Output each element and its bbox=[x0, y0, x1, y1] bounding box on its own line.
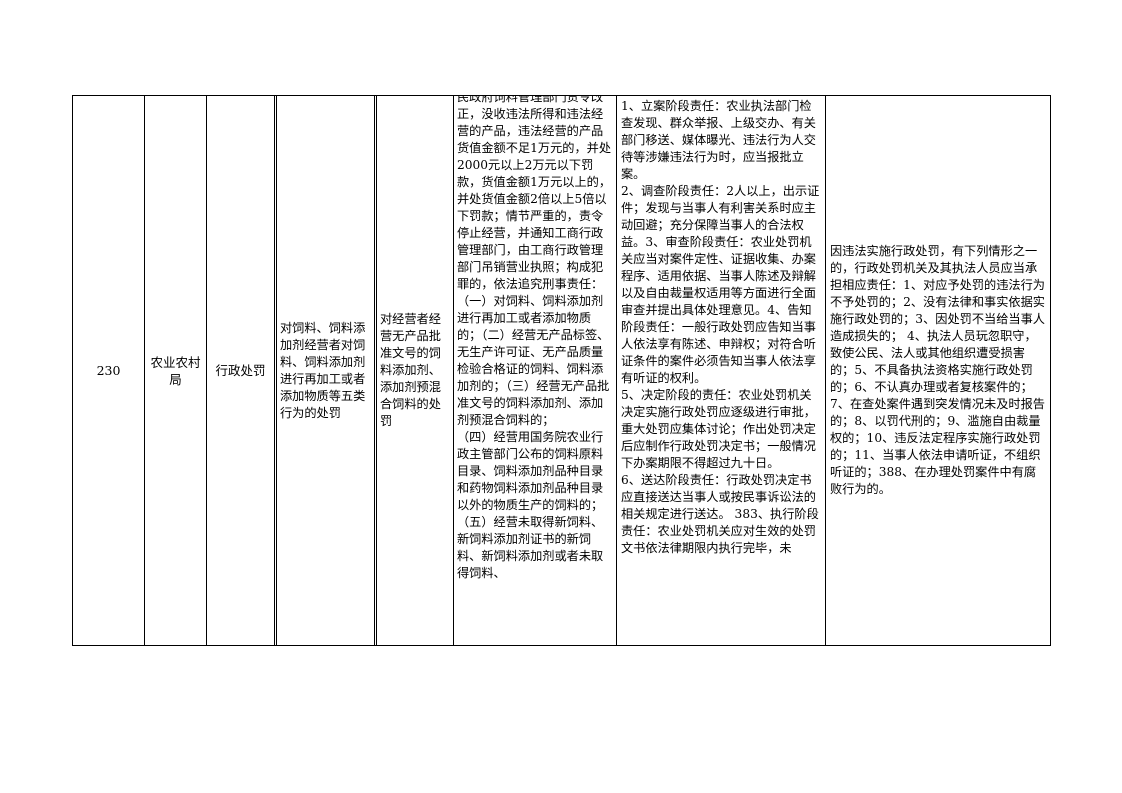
cell-number: 230 bbox=[73, 96, 145, 645]
cell-accountability: 因违法实施行政处罚，有下列情形之一的，行政处罚机关及其执法人员应当承担相应责任：… bbox=[826, 96, 1050, 645]
cell-department: 农业农村局 bbox=[145, 96, 207, 645]
cell-sub-item: 对经营者经营无产品批准文号的饲料添加剂、添加剂预混合饲料的处罚 bbox=[377, 96, 454, 645]
power-category: 行政处罚 bbox=[215, 363, 266, 378]
accountability-text: 因违法实施行政处罚，有下列情形之一的，行政处罚机关及其执法人员应当承担相应责任：… bbox=[830, 244, 1045, 496]
row-number: 230 bbox=[96, 363, 121, 378]
legal-basis-text: 民政府饲料管理部门责令改正，没收违法所得和违法经营的产品，违法经营的产品货值金额… bbox=[457, 96, 612, 580]
cell-responsibility: 1、立案阶段责任：农业执法部门检查发现、群众举报、上级交办、有关部门移送、媒体曝… bbox=[617, 96, 826, 645]
sub-item-name: 对经营者经营无产品批准文号的饲料添加剂、添加剂预混合饲料的处罚 bbox=[380, 312, 441, 428]
cell-basis: 民政府饲料管理部门责令改正，没收违法所得和违法经营的产品，违法经营的产品货值金额… bbox=[454, 96, 617, 645]
item-name: 对饲料、饲料添加剂经营者对饲料、饲料添加剂进行再加工或者添加物质等五类行为的处罚 bbox=[280, 320, 366, 420]
department-name: 农业农村局 bbox=[150, 354, 201, 387]
cell-item-name: 对饲料、饲料添加剂经营者对饲料、饲料添加剂进行再加工或者添加物质等五类行为的处罚 bbox=[277, 96, 377, 645]
cell-category: 行政处罚 bbox=[207, 96, 277, 645]
record-table: 230 农业农村局 行政处罚 对饲料、饲料添加剂经营者对饲料、饲料添加剂进行再加… bbox=[72, 95, 1051, 646]
responsibility-text: 1、立案阶段责任：农业执法部门检查发现、群众举报、上级交办、有关部门移送、媒体曝… bbox=[621, 99, 820, 555]
